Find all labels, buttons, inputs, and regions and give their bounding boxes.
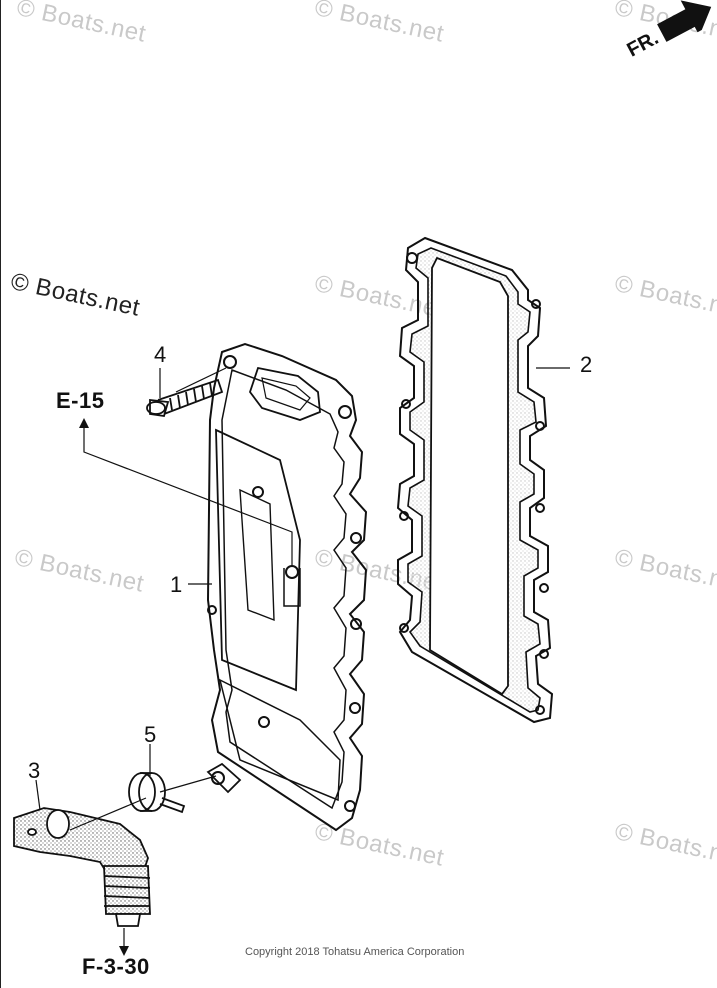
cylinder-head-cover [206,342,368,832]
callout-part-1: 1 [170,572,183,597]
callout-part-5: 5 [144,722,157,747]
leader-hose-to-clamp [69,797,147,831]
callout-part-3: 3 [28,758,41,783]
arrow-down-icon [119,946,129,956]
bolt [146,378,224,418]
gasket [396,236,554,724]
left-border-line [0,0,1,988]
reference-arrows [79,418,129,956]
arrow-up-icon [79,418,89,428]
hose-clamp [128,772,186,814]
front-direction-indicator: FR. [612,0,717,65]
leader-e15 [83,426,293,566]
breather-hose [13,807,151,927]
leader-part-3 [35,779,41,811]
callout-part-4: 4 [154,342,167,367]
reference-e15-link[interactable]: E-15 [56,388,105,413]
leader-lines [35,367,570,948]
front-arrow-icon [657,0,712,42]
copyright-notice: Copyright 2018 Tohatsu America Corporati… [245,946,465,958]
leader-clamp-to-cover [159,775,217,793]
leader-bolt-to-cover [175,367,227,393]
reference-f330-link[interactable]: F-3-30 [82,954,150,979]
callout-part-2: 2 [580,352,593,377]
